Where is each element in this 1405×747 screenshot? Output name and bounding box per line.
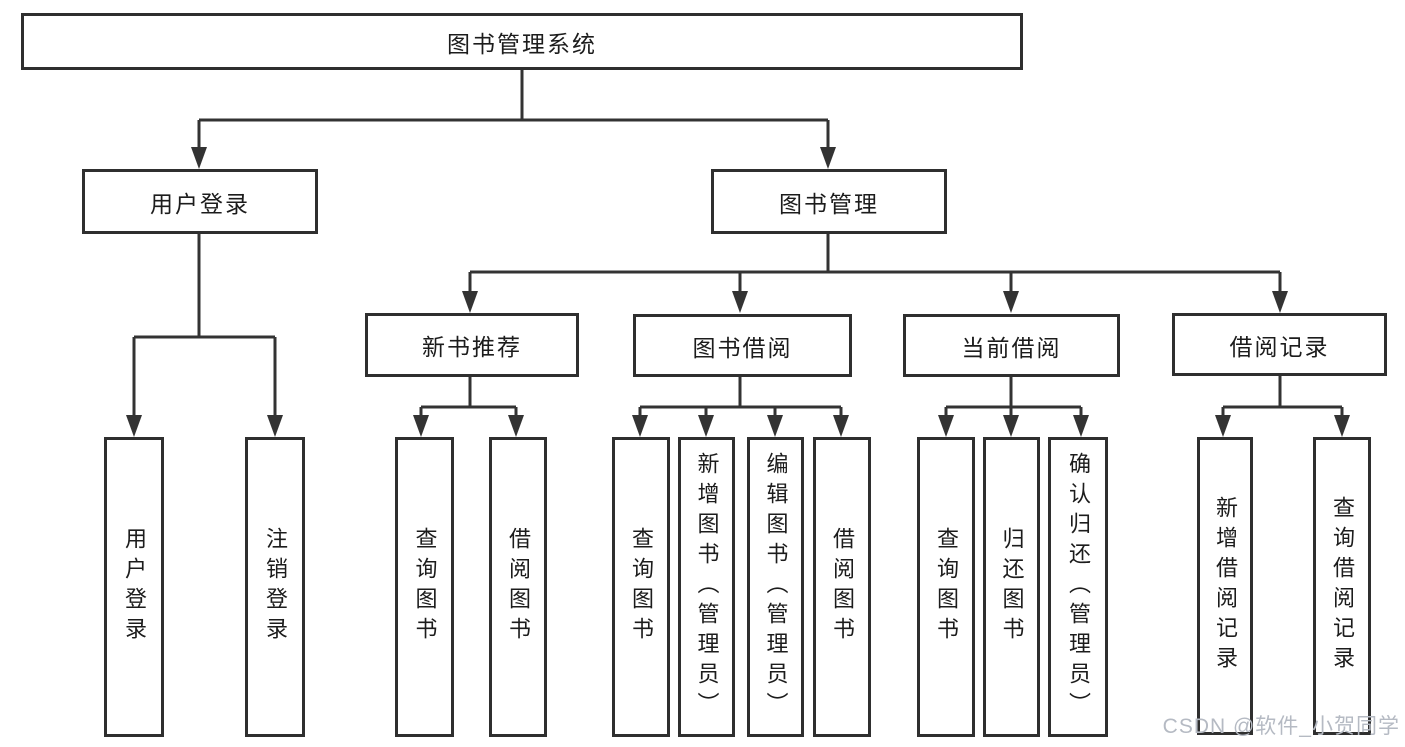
leaf-query-books-recommend: 查询图书 — [395, 437, 454, 737]
node-book-management: 图书管理 — [711, 169, 947, 234]
node-label: 用户登录 — [150, 190, 250, 217]
leaf-logout: 注销登录 — [245, 437, 305, 737]
leaf-query-books-current: 查询图书 — [917, 437, 975, 737]
leaf-label: 新增借阅记录 — [1213, 496, 1238, 676]
leaf-label: 查询图书 — [629, 527, 654, 647]
node-label: 借阅记录 — [1229, 333, 1330, 360]
leaf-label: 借阅图书 — [830, 527, 855, 647]
node-current-borrowing: 当前借阅 — [903, 314, 1120, 377]
leaf-label: 用户登录 — [122, 527, 147, 647]
leaf-query-borrow-record: 查询借阅记录 — [1313, 437, 1371, 735]
node-label: 新书推荐 — [422, 334, 522, 360]
leaf-return-books: 归还图书 — [983, 437, 1040, 737]
leaf-label: 查询图书 — [412, 527, 438, 647]
leaf-borrow-books-recommend: 借阅图书 — [489, 437, 547, 737]
node-borrowing-records: 借阅记录 — [1172, 313, 1387, 376]
leaf-add-books-admin: 新增图书（管理员） — [678, 437, 735, 737]
leaf-label: 注销登录 — [263, 527, 288, 647]
node-library-system: 图书管理系统 — [21, 13, 1023, 70]
node-label: 当前借阅 — [961, 334, 1062, 361]
leaf-edit-books-admin: 编辑图书（管理员） — [747, 437, 804, 737]
node-label: 图书管理 — [779, 190, 879, 217]
leaf-label: 查询图书 — [934, 527, 959, 647]
leaf-label: 借阅图书 — [506, 527, 531, 647]
leaf-label: 确认归还（管理员） — [1066, 452, 1091, 722]
leaf-user-login: 用户登录 — [104, 437, 164, 737]
leaf-label: 新增图书（管理员） — [694, 452, 720, 722]
leaf-label: 查询借阅记录 — [1330, 496, 1355, 676]
node-book-borrowing: 图书借阅 — [633, 314, 852, 377]
leaf-borrow-books: 借阅图书 — [813, 437, 871, 737]
node-label: 图书借阅 — [692, 334, 793, 361]
leaf-label: 归还图书 — [999, 527, 1025, 647]
node-label: 图书管理系统 — [447, 30, 597, 57]
leaf-label: 编辑图书（管理员） — [763, 452, 789, 722]
leaf-query-books-borrowing: 查询图书 — [612, 437, 670, 737]
leaf-add-borrow-record: 新增借阅记录 — [1197, 437, 1253, 735]
node-new-book-recommend: 新书推荐 — [365, 313, 579, 377]
leaf-confirm-return-admin: 确认归还（管理员） — [1048, 437, 1108, 737]
node-user-login: 用户登录 — [82, 169, 318, 234]
